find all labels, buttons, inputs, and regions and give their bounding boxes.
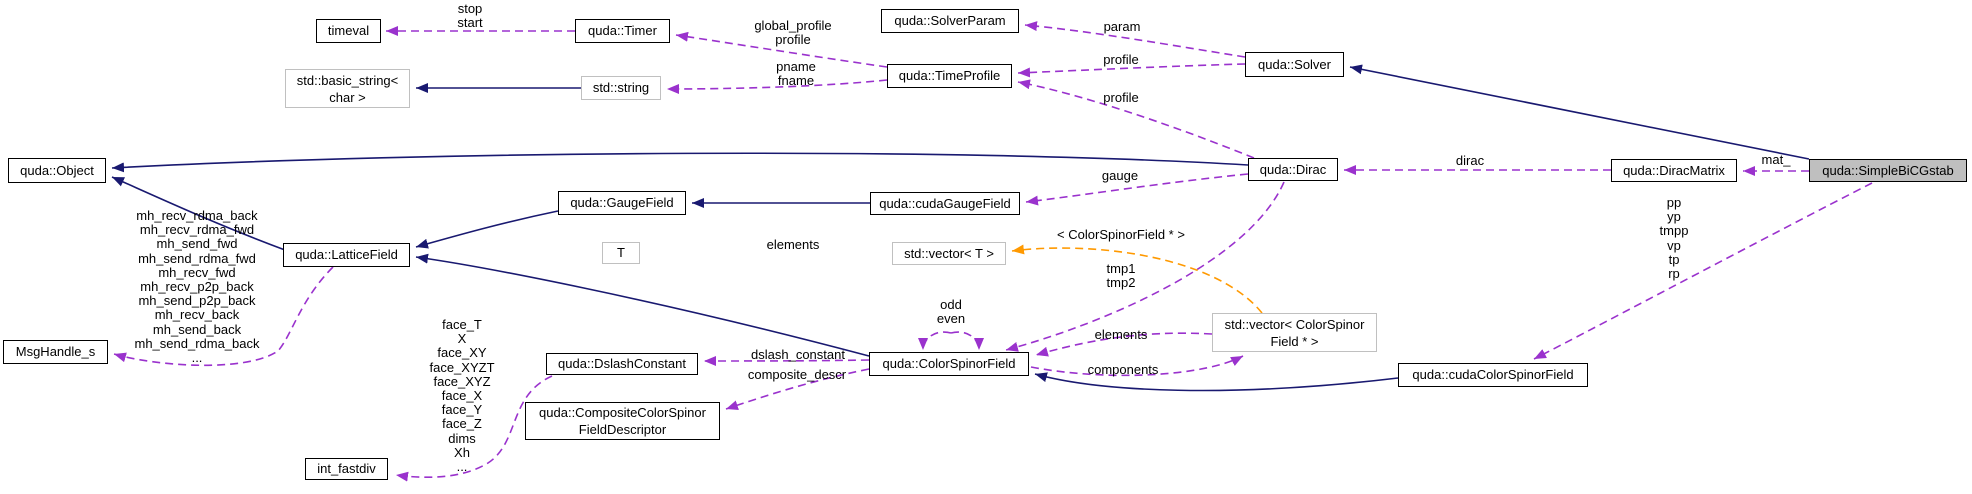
edge-label-composite-descr: composite_descr (747, 367, 847, 382)
edge-timeprofile-to-timer (675, 31, 888, 68)
node-std-string: std::string (581, 76, 661, 100)
edge-label-elements-vectort: elements (766, 237, 820, 252)
edge-dirac-to-colorspinorfield-tmp (1005, 181, 1285, 352)
edge-label-pname-fname: pname fname (776, 59, 816, 89)
edge-label-profile-dirac: profile (1103, 90, 1139, 105)
edge-colorspinorfield-selfloop-right (950, 331, 984, 351)
edge-timeprofile-to-string (666, 79, 888, 94)
node-quda-compositecolorspinorfielddescriptor[interactable]: quda::CompositeColorSpinor FieldDescript… (525, 402, 720, 440)
edge-label-mat: mat_ (1761, 152, 1791, 167)
edge-cudacolorspinorfield-to-colorspinorfield (1034, 372, 1399, 392)
node-std-basic-string: std::basic_string< char > (285, 69, 410, 108)
edge-label-dslash-constant: dslash_constant (751, 347, 845, 362)
edge-label-profile-solver: profile (1103, 52, 1139, 67)
edge-dslashconstant-to-intfastdiv (395, 375, 553, 482)
edge-solver-to-timeprofile (1017, 63, 1246, 78)
edge-label-pp-yp-tmpp-vp-tp-rp: pp yp tmpp vp tp rp (1659, 195, 1689, 282)
edge-label-mh-list: mh_recv_rdma_back mh_recv_rdma_fwd mh_se… (134, 208, 260, 366)
node-quda-timeprofile[interactable]: quda::TimeProfile (887, 64, 1012, 88)
node-quda-timer[interactable]: quda::Timer (575, 19, 670, 43)
node-quda-simplebicgstab[interactable]: quda::SimpleBiCGstab (1809, 159, 1967, 182)
node-msghandle-s[interactable]: MsgHandle_s (3, 340, 108, 364)
edge-label-dirac: dirac (1455, 153, 1485, 168)
edge-colorspinorfield-to-vectorcsf-components (1030, 355, 1244, 377)
edge-vectorcsf-to-vectort-template (1011, 244, 1263, 314)
node-quda-solver[interactable]: quda::Solver (1245, 52, 1344, 77)
edge-simplebicgstab-to-cudacolorspinorfield (1533, 182, 1873, 360)
node-quda-dirac[interactable]: quda::Dirac (1248, 158, 1338, 181)
edge-label-components: components (1087, 362, 1159, 377)
node-quda-latticefield[interactable]: quda::LatticeField (283, 243, 410, 267)
node-quda-cudacolorspinorfield[interactable]: quda::cudaColorSpinorField (1398, 363, 1588, 387)
edge-gaugefield-to-latticefield (415, 210, 559, 249)
edge-latticefield-to-msghandle (113, 266, 334, 367)
edge-label-tmp1-tmp2: tmp1 tmp2 (1106, 261, 1136, 291)
node-template-t: T (602, 242, 640, 264)
node-timeval[interactable]: timeval (316, 19, 381, 43)
edge-label-stop-start: stop start (457, 1, 483, 31)
edge-simplebicgstab-to-solver (1349, 64, 1810, 160)
node-quda-colorspinorfield[interactable]: quda::ColorSpinorField (869, 352, 1029, 376)
node-quda-dslashconstant[interactable]: quda::DslashConstant (546, 353, 698, 375)
node-int-fastdiv[interactable]: int_fastdiv (305, 458, 388, 480)
edge-label-global-profile: global_profile profile (754, 18, 832, 48)
edge-label-odd-even: odd even (936, 297, 966, 327)
edge-dirac-to-cudagaugefield (1025, 173, 1249, 206)
node-quda-diracmatrix[interactable]: quda::DiracMatrix (1611, 159, 1737, 182)
edge-label-param: param (1103, 19, 1141, 34)
edge-latticefield-to-object (111, 176, 286, 251)
edge-label-elements-vectorcsf: elements (1094, 327, 1148, 342)
node-std-vector-t: std::vector< T > (892, 242, 1006, 265)
edge-vectorcsf-to-colorspinorfield-elements (1035, 332, 1213, 357)
node-quda-object[interactable]: quda::Object (8, 158, 106, 183)
edge-colorspinorfield-selfloop-left (918, 331, 952, 351)
edge-label-gauge: gauge (1101, 168, 1139, 183)
edge-colorspinorfield-to-compositedescriptor (725, 368, 870, 410)
edge-dirac-to-timeprofile (1017, 79, 1255, 159)
edge-label-template-colorspinorfield: < ColorSpinorField * > (1057, 227, 1185, 242)
node-quda-solverparam[interactable]: quda::SolverParam (881, 9, 1019, 33)
node-quda-cudagaugefield[interactable]: quda::cudaGaugeField (870, 192, 1020, 215)
node-quda-gaugefield[interactable]: quda::GaugeField (558, 191, 686, 215)
edge-colorspinorfield-to-latticefield (415, 253, 870, 357)
edge-solver-to-solverparam (1024, 21, 1246, 58)
edge-colorspinorfield-to-dslashconstant (703, 355, 870, 366)
edge-dirac-to-object (111, 152, 1249, 173)
node-std-vector-colorspinorfield: std::vector< ColorSpinor Field * > (1212, 313, 1377, 352)
edge-label-face-list: face_T X face_XY face_XYZT face_XYZ face… (429, 317, 495, 475)
